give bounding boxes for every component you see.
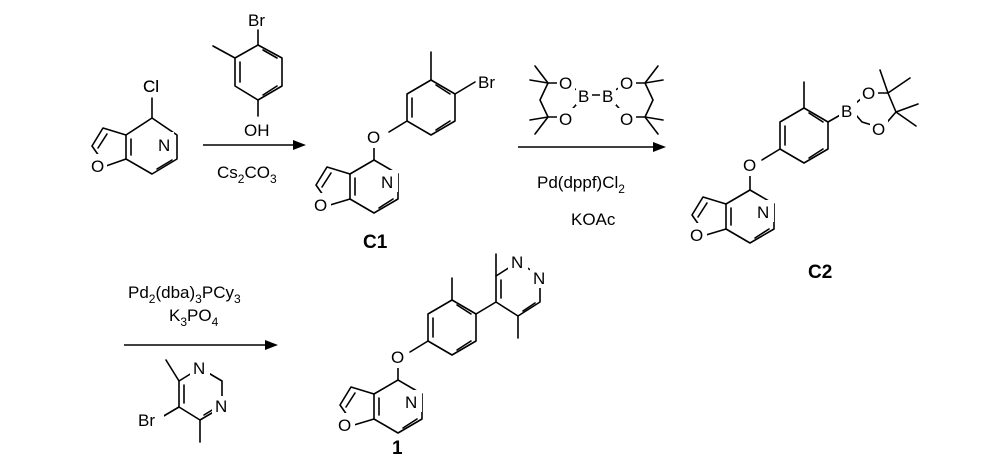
atom-o: O xyxy=(872,120,885,139)
atom-b: B xyxy=(578,87,589,106)
atom-n: N xyxy=(381,173,393,192)
atom-n: N xyxy=(215,397,227,416)
step2-base: KOAc xyxy=(571,210,616,229)
atom-n: N xyxy=(158,136,170,155)
atom-cl-label: Cl xyxy=(143,77,159,96)
atom-n: N xyxy=(405,393,417,412)
step1-reagent: Cs2CO3 xyxy=(217,163,277,186)
product-1-structure: N N O N O xyxy=(335,252,550,435)
atom-o: O xyxy=(862,84,875,103)
atom-o: O xyxy=(620,74,633,93)
compound-c2-structure: B O O O N O xyxy=(687,70,918,245)
step1-arrow xyxy=(203,140,306,150)
reagent-bis-pinacolato-diboron: O O B B O O xyxy=(530,66,663,134)
reagent-bromodimethylpyrimidine: N N Br xyxy=(136,358,232,442)
compound-label-product: 1 xyxy=(392,438,403,459)
step3-catalyst: Pd2(dba)3PCy3 xyxy=(128,283,241,306)
atom-o: O xyxy=(91,157,104,176)
step3-base: K3PO4 xyxy=(169,306,219,329)
atom-n: N xyxy=(533,269,545,288)
step2-arrow xyxy=(518,142,666,152)
atom-n: N xyxy=(757,203,769,222)
step3-arrow xyxy=(124,340,278,350)
starting-material-chlorofuropyridine: Cl N O xyxy=(87,74,177,176)
reagent-bromomethylphenol: Br OH xyxy=(213,11,282,140)
atom-o: O xyxy=(559,74,572,93)
atom-br: Br xyxy=(478,73,495,92)
atom-o: O xyxy=(620,110,633,129)
compound-label-c2: C2 xyxy=(808,262,832,283)
step2-catalyst: Pd(dppf)Cl2 xyxy=(537,173,625,196)
atom-b: B xyxy=(841,102,852,121)
atom-br: Br xyxy=(248,11,265,30)
atom-oh: OH xyxy=(244,121,270,140)
atom-o-furan: O xyxy=(690,226,703,245)
atom-o: O xyxy=(559,110,572,129)
atom-o-furan: O xyxy=(338,416,351,435)
atom-o-ether: O xyxy=(391,348,404,367)
atom-br: Br xyxy=(138,411,155,430)
atom-b: B xyxy=(602,87,613,106)
atom-o-ether: O xyxy=(367,128,380,147)
atom-n: N xyxy=(511,253,523,272)
atom-o-ether: O xyxy=(743,156,756,175)
atom-n: N xyxy=(193,359,205,378)
atom-o-furan: O xyxy=(314,196,327,215)
compound-label-c1: C1 xyxy=(363,232,388,253)
compound-c1-structure: Br O N O xyxy=(311,52,504,215)
